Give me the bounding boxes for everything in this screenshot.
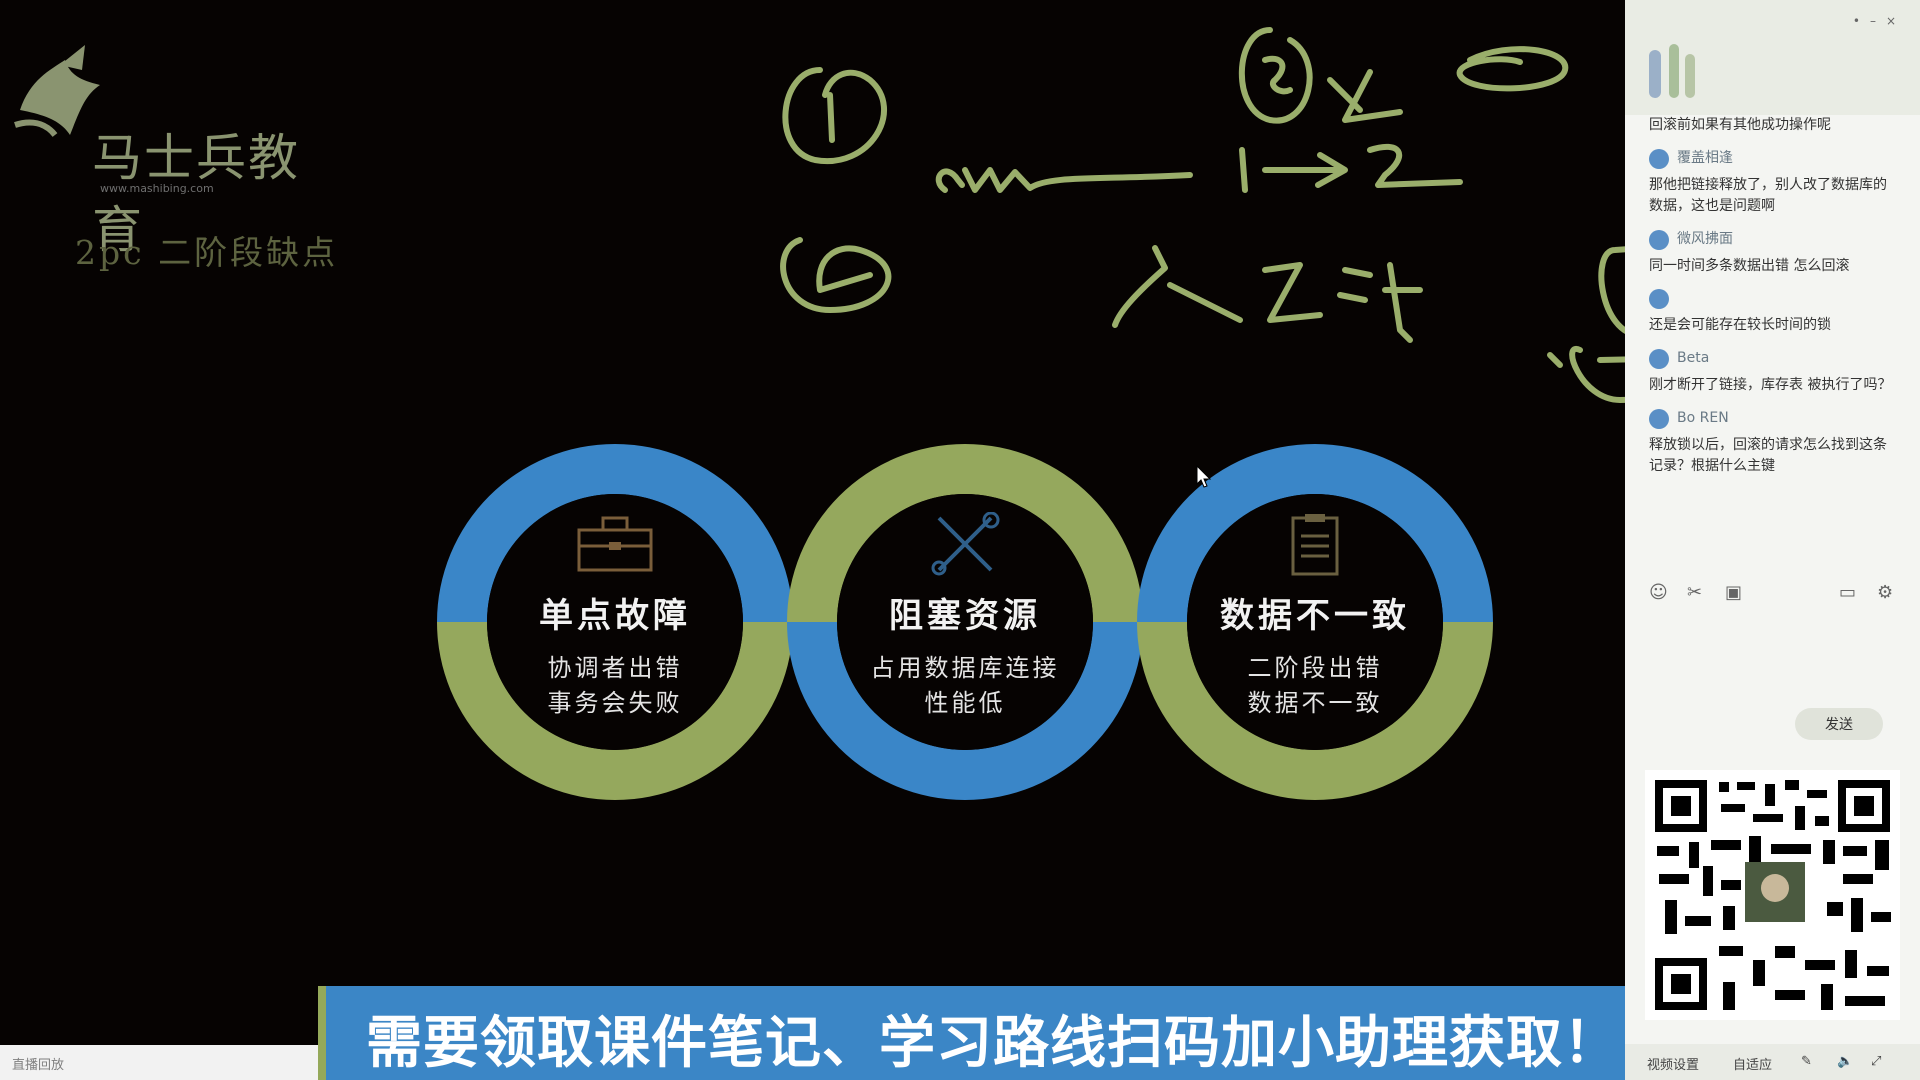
panel-header: •–× [1625,0,1920,115]
send-button[interactable]: 发送 [1795,708,1883,740]
wechat-avatar-icon [1649,348,1669,369]
mouse-cursor-icon [1196,465,1212,488]
wechat-avatar-icon [1649,229,1669,250]
promo-banner: 需要领取课件笔记、学习路线扫码加小助理获取！ [318,986,1625,1080]
chat-text: 回滚前如果有其他成功操作呢 [1649,117,1831,133]
image-icon[interactable]: ▣ [1725,582,1743,603]
status-text: 直播回放 [12,1058,65,1073]
card-desc-line: 协调者出错 [547,654,683,682]
card-single-point-failure: 单点故障 协调者出错 事务会失败 [475,512,755,721]
promo-banner-text: 需要领取课件笔记、学习路线扫码加小助理获取！ [366,1011,1620,1076]
chat-message: 回滚前如果有其他成功操作呢 [1649,115,1894,136]
brush-icon[interactable]: ✎ [1801,1054,1812,1069]
card-desc-line: 占用数据库连接 [870,654,1060,682]
ring-right [1137,444,1493,800]
slide-canvas: 马士兵教育 www.mashibing.com 2pc 二阶段缺点 [10,40,1493,800]
wrench-screwdriver-icon [931,512,1000,576]
chat-text: 同一时间多条数据出错 怎么回滚 [1649,258,1850,274]
close-icon[interactable]: × [1885,14,1906,28]
chat-username: 微风拂面 [1677,231,1733,247]
chat-username: 覆盖相逢 [1677,150,1733,166]
chat-message: 还是会可能存在较长时间的锁 [1649,289,1894,336]
scissors-icon[interactable]: ✂ [1687,582,1703,603]
window-controls[interactable]: •–× [1853,14,1906,28]
card-title: 阻塞资源 [889,596,1041,636]
wechat-avatar-icon [1649,408,1669,429]
ring-left [437,444,793,800]
emoji-icon[interactable]: ☺ [1649,582,1668,603]
chat-username: Bo REN [1677,410,1729,426]
chat-text: 还是会可能存在较长时间的锁 [1649,317,1831,333]
message-icon[interactable]: ▭ [1839,582,1857,603]
qr-code [1645,770,1900,1020]
ring-middle [787,444,1143,800]
minimize-icon[interactable]: – [1869,14,1886,28]
wechat-avatar-icon [1649,289,1669,309]
card-title: 数据不一致 [1220,596,1410,636]
chat-message-list[interactable]: 回滚前如果有其他成功操作呢 覆盖相逢 那他把链接释放了，别人改了数据库的数据，这… [1649,115,1894,489]
left-status-bar: 直播回放 [0,1045,318,1080]
chat-message: 覆盖相逢 那他把链接释放了，别人改了数据库的数据，这也是问题啊 [1649,148,1894,217]
panel-bottom-bar: 视频设置 自适应 ✎ 🔈 ⤢ [1625,1044,1920,1080]
slide-title: 2pc 二阶段缺点 [75,233,339,272]
card-data-inconsistency: 数据不一致 二阶段出错 数据不一致 [1175,512,1455,721]
card-desc-line: 性能低 [924,689,1006,717]
chat-toolbar: ☺ ✂ ▣ ▭ ⚙ [1649,582,1899,606]
chat-text: 刚才断开了链接，库存表 被执行了吗？ [1649,377,1892,393]
auto-fit-button[interactable]: 自适应 [1733,1058,1773,1073]
clipboard-icon [1291,514,1339,576]
horse-logo-icon [14,45,100,137]
settings-icon[interactable]: ⚙ [1877,582,1894,603]
pin-icon[interactable]: • [1852,14,1870,28]
card-desc-line: 事务会失败 [547,689,683,717]
live-chat-panel: •–× 回滚前如果有其他成功操作呢 覆盖相逢 那他把链接释放了，别人改了数据库的… [1625,0,1920,1080]
chat-message: 微风拂面 同一时间多条数据出错 怎么回滚 [1649,229,1894,277]
chat-text: 释放锁以后，回滚的请求怎么找到这条记录？根据什么主键 [1649,437,1887,474]
rings-diagram [437,444,1493,800]
card-title: 单点故障 [539,596,691,636]
wechat-avatar-icon [1649,148,1669,169]
video-settings-button[interactable]: 视频设置 [1647,1058,1700,1073]
card-desc-line: 数据不一致 [1247,689,1383,717]
volume-icon[interactable]: 🔈 [1837,1054,1854,1069]
fullscreen-icon[interactable]: ⤢ [1871,1054,1882,1069]
logo-url: www.mashibing.com [100,182,214,195]
toolbox-icon [577,516,653,572]
brand-logo: 马士兵教育 www.mashibing.com [10,40,340,259]
logo-text: 马士兵教育 [92,129,300,259]
card-blocking-resources: 阻塞资源 占用数据库连接 性能低 [825,512,1105,721]
chat-text: 那他把链接释放了，别人改了数据库的数据，这也是问题啊 [1649,177,1887,214]
chat-message: Bo REN 释放锁以后，回滚的请求怎么找到这条记录？根据什么主键 [1649,408,1894,477]
chat-message: Beta 刚才断开了链接，库存表 被执行了吗？ [1649,348,1894,396]
bamboo-decoration-icon [1649,44,1695,98]
chat-username: Beta [1677,350,1710,366]
card-desc-line: 二阶段出错 [1247,654,1383,682]
